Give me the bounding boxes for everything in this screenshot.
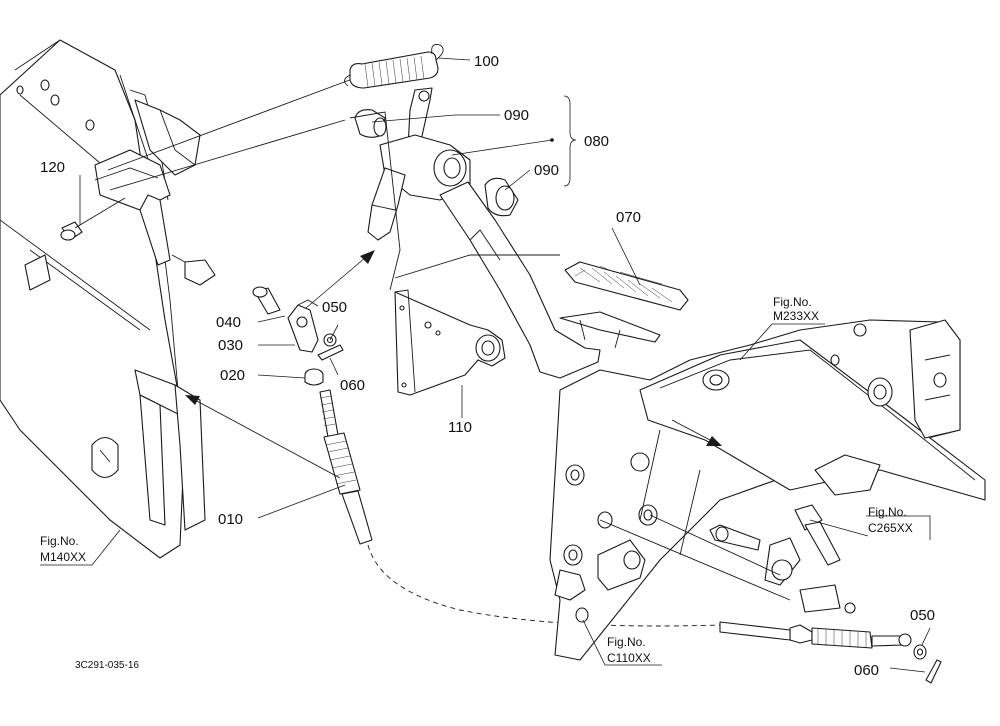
ref-m140-title: Fig.No. (40, 534, 79, 548)
cotter-pin-060-right (925, 659, 942, 684)
pedal-outline-line (394, 254, 560, 279)
left-frame-panel (0, 39, 216, 559)
label-100: 100 (474, 53, 499, 70)
label-120: 120 (40, 159, 65, 176)
spring-100 (344, 43, 444, 89)
pedal-pad-070 (559, 261, 689, 349)
pin-040 (252, 286, 281, 315)
bolt-120 (60, 197, 126, 241)
cotter-pin-060 (317, 344, 344, 361)
assembly-arrows (185, 250, 375, 479)
bushing-090-upper (354, 109, 387, 138)
washer-050-right (913, 644, 927, 660)
ref-m233-title: Fig.No. (773, 295, 812, 309)
pedal-arm-080 (367, 87, 601, 379)
label-040: 040 (216, 314, 241, 331)
pedal-guide-line (109, 119, 346, 191)
label-030: 030 (218, 337, 243, 354)
label-070: 070 (616, 209, 641, 226)
label-020: 020 (220, 367, 245, 384)
transmission-housing (549, 319, 986, 661)
nut-020 (304, 368, 324, 386)
ref-c110-title: Fig.No. (607, 635, 646, 649)
label-060-right: 060 (854, 662, 879, 679)
label-090-upper: 090 (504, 107, 529, 124)
ref-c265-title: Fig.No. (868, 505, 907, 519)
leader-lines (40, 57, 931, 673)
label-060: 060 (340, 377, 365, 394)
bracket-110 (394, 289, 506, 396)
ref-c265-code: C265XX (868, 521, 913, 535)
label-050: 050 (322, 299, 347, 316)
spring-hook-line (107, 77, 356, 171)
label-050-right: 050 (910, 607, 935, 624)
pedal-link-line (349, 111, 401, 291)
ref-m233-code: M233XX (773, 309, 819, 323)
ref-m140-code: M140XX (40, 550, 86, 564)
figure-refs: Fig.No. M233XX Fig.No. C265XX Fig.No. M1… (40, 295, 913, 671)
label-110: 110 (448, 419, 472, 436)
label-010: 010 (218, 511, 243, 528)
label-080: 080 (584, 133, 609, 150)
drawing-code: 3C291-035-16 (75, 660, 139, 671)
bushing-090-lower (484, 177, 519, 217)
label-090-lower: 090 (534, 162, 559, 179)
ref-c110-code: C110XX (607, 651, 651, 665)
cable-010 (319, 389, 721, 627)
part-labels: 100 090 080 090 070 120 040 030 050 060 … (40, 53, 935, 679)
clevis-030 (287, 299, 319, 353)
